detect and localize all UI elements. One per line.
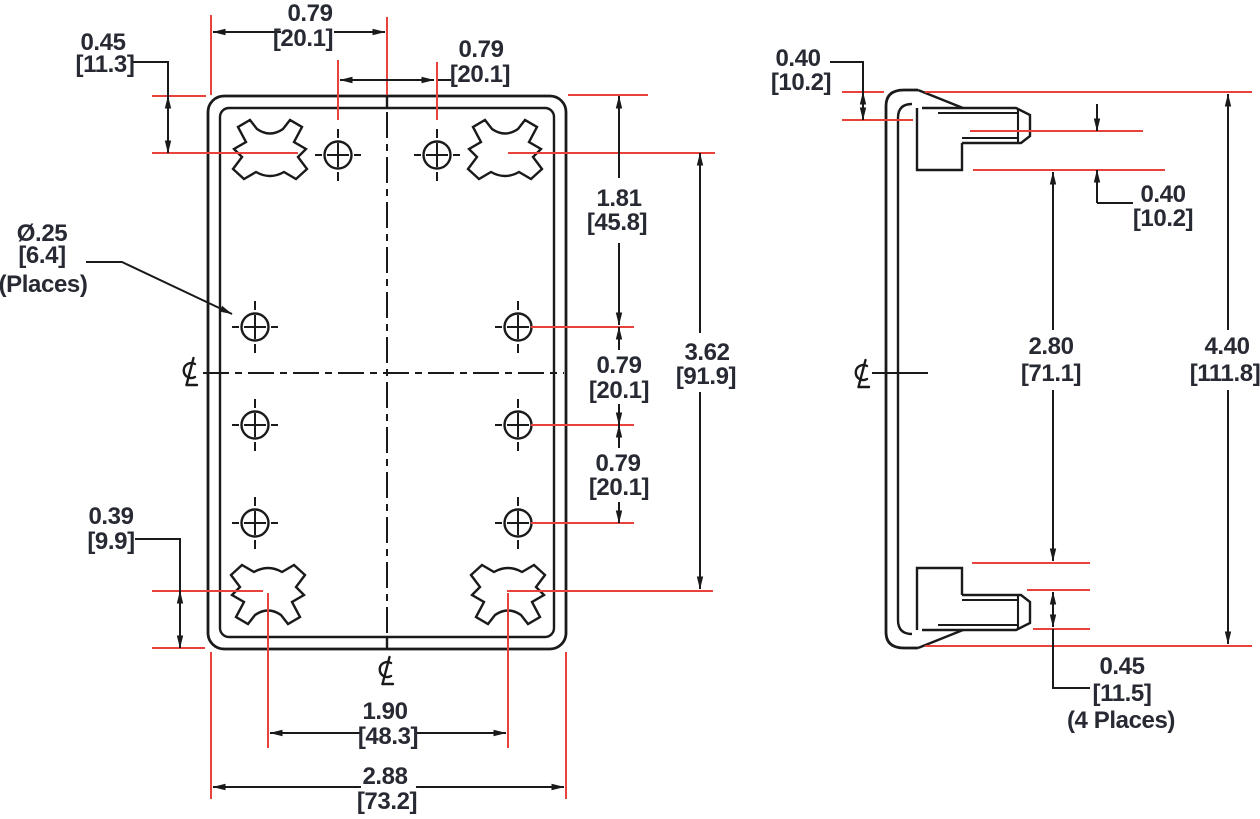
bottom-step [915, 566, 964, 630]
front-view: 0.45 [11.3] 0.79 [20.1] 0.79 [20.1] Ø.25… [0, 0, 737, 815]
dim-flange-recess-mm: [10.2] [1133, 205, 1193, 232]
centerline-symbol [854, 358, 871, 389]
dim-row-pitch-lower-mm: [20.1] [589, 474, 649, 501]
side-dimension-labels: 0.40 [10.2] 0.40 [10.2] 2.80 [71.1] 4.40… [771, 45, 1260, 734]
front-dimension-lines [86, 28, 704, 791]
dim-overall-height-mm: [111.8] [1190, 360, 1260, 387]
dim-clip-span-vertical-mm: [91.9] [676, 363, 736, 390]
top-tongue [922, 106, 1032, 145]
side-profile-geometry [872, 88, 1032, 650]
mounting-hole [230, 495, 280, 551]
mounting-hole [230, 299, 280, 355]
hole-callout-dia: Ø.25 [17, 220, 67, 247]
dim-clip-span-horizontal-in: 1.90 [362, 698, 407, 725]
dim-top-recess-mm: [10.2] [771, 69, 831, 96]
dim-clip-slot-mm: [11.5] [1093, 680, 1152, 707]
dim-row-pitch-upper-mm: [20.1] [589, 377, 649, 404]
mounting-hole [313, 127, 363, 183]
centerlines [203, 112, 564, 633]
dim-clip-span-horizontal-mm: [48.3] [358, 723, 418, 750]
dim-flange-inner-span-in: 2.80 [1028, 333, 1073, 360]
dim-row-pitch-lower-in: 0.79 [595, 450, 640, 477]
clip-cutout [231, 118, 309, 181]
back-plate-outer [884, 88, 918, 650]
dim-flange-recess-in: 0.40 [1140, 181, 1185, 208]
dim-edge-to-hole-row-mm: [45.8] [587, 209, 647, 236]
dim-top-pitch-outer-in: 0.79 [287, 0, 332, 27]
dim-clip-span-vertical-in: 3.62 [684, 339, 729, 366]
bottom-tongue [922, 593, 1032, 632]
centerline-symbol [182, 356, 199, 387]
hole-callout-mm: [6.4] [18, 242, 65, 269]
side-view: 0.40 [10.2] 0.40 [10.2] 2.80 [71.1] 4.40… [771, 45, 1260, 734]
hole-callout-leader [86, 261, 233, 315]
centerline-symbols-front [182, 356, 395, 686]
back-plate-inner [896, 102, 913, 636]
front-dimension-labels: 0.45 [11.3] 0.79 [20.1] 0.79 [20.1] Ø.25… [0, 0, 737, 815]
dim-row-pitch-upper-in: 0.79 [596, 352, 641, 379]
dim-bottom-offset-mm: [9.9] [87, 528, 134, 555]
dim-edge-to-hole-row-in: 1.81 [596, 185, 641, 212]
dim-top-pitch-outer-mm: [20.1] [273, 25, 333, 52]
clip-cutout [466, 118, 544, 181]
dim-clip-slot-note: (4 Places) [1067, 707, 1175, 734]
side-extension-lines [842, 91, 1252, 647]
dim-top-recess-in: 0.40 [775, 45, 820, 72]
hole-callout-note: (Places) [0, 271, 87, 298]
dim-top-pitch-inner-in: 0.79 [458, 36, 503, 63]
dim-overall-height-in: 4.40 [1204, 333, 1249, 360]
dim-top-offset-mm: [11.3] [76, 51, 135, 78]
side-dimension-lines [830, 61, 1232, 689]
centerline-symbol [378, 655, 395, 686]
dim-flange-inner-span-mm: [71.1] [1021, 360, 1081, 387]
mounting-hole [412, 127, 462, 183]
top-step [915, 108, 964, 172]
dim-overall-width-mm: [73.2] [357, 788, 417, 815]
dim-top-offset-in: 0.45 [80, 29, 125, 56]
mounting-hole [230, 397, 280, 453]
dim-clip-slot-in: 0.45 [1099, 653, 1144, 680]
dim-top-pitch-inner-mm: [20.1] [450, 61, 510, 88]
dim-overall-width-in: 2.88 [362, 763, 407, 790]
dim-bottom-offset-in: 0.39 [88, 503, 133, 530]
front-extension-lines [152, 15, 715, 799]
